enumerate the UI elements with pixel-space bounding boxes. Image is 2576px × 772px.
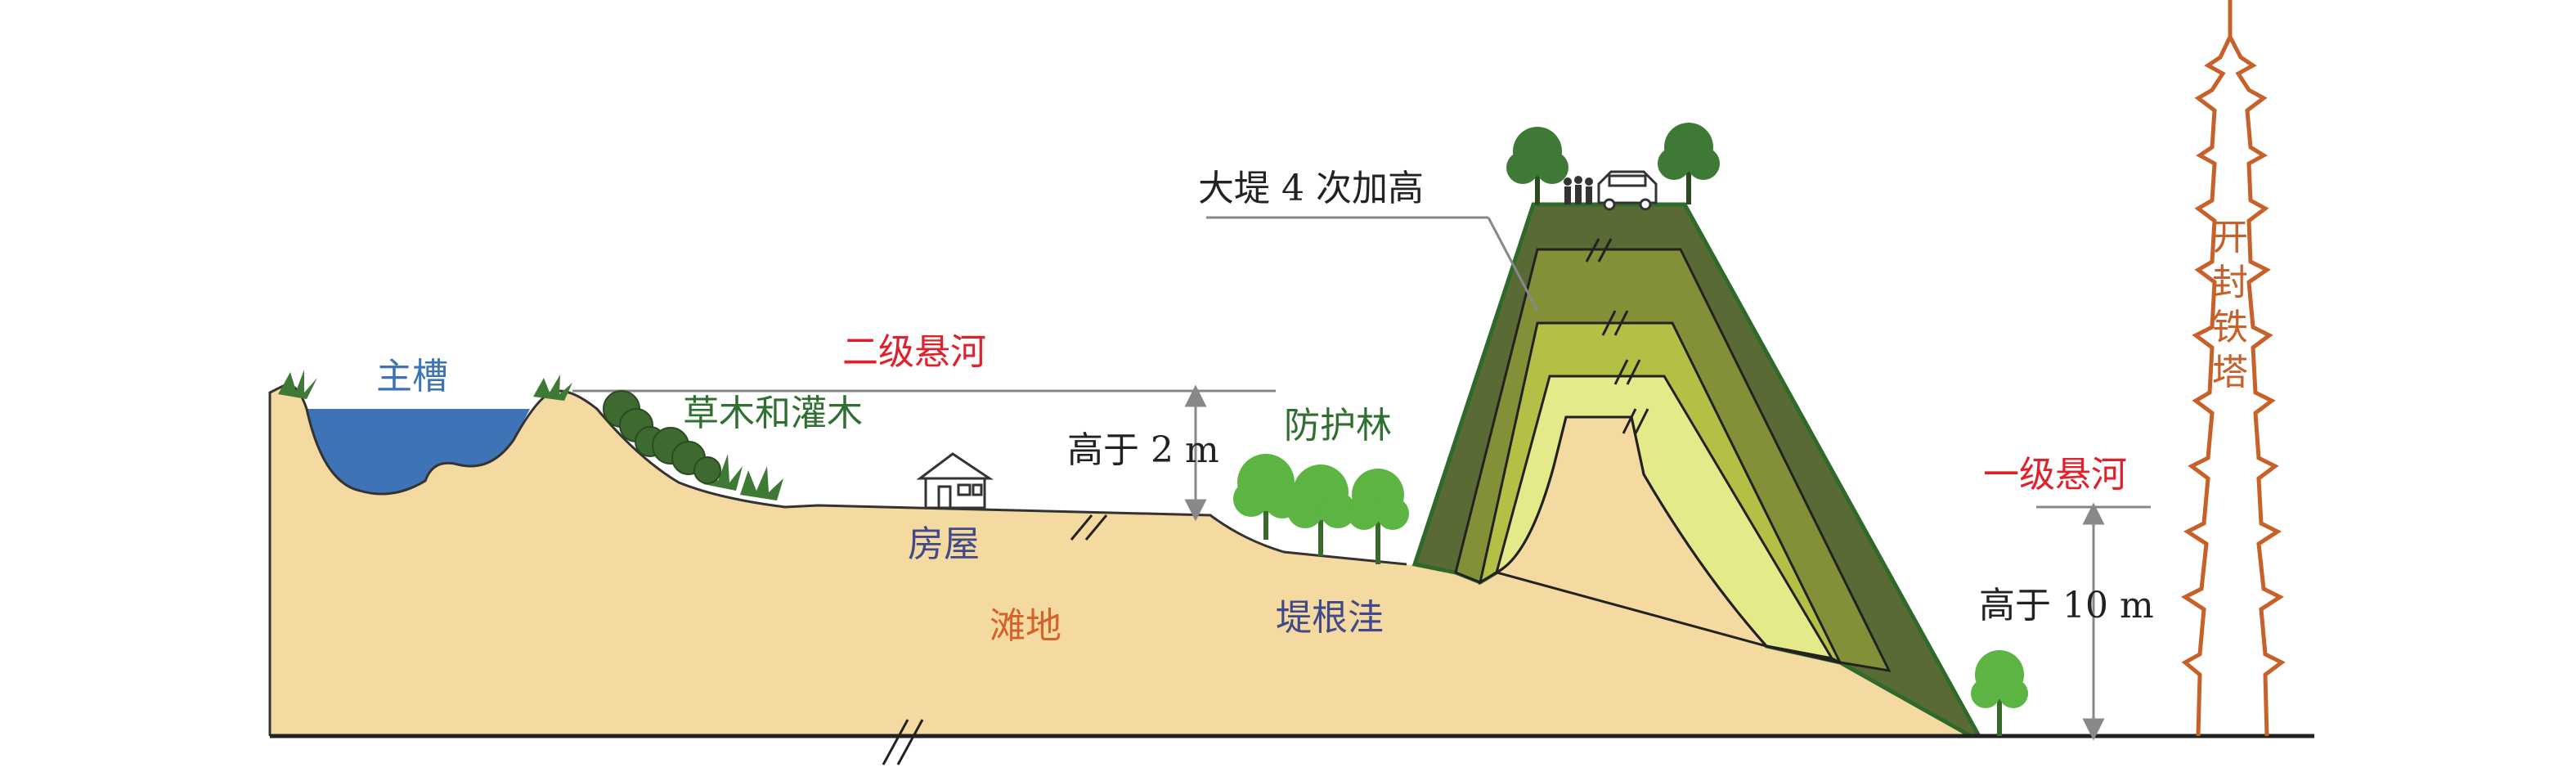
label-height-10m: 高于 10 m xyxy=(1979,585,2154,626)
ground-body xyxy=(270,384,1971,736)
break-mark-floodplain xyxy=(1070,514,1108,541)
ground-outline xyxy=(268,383,1407,736)
people-icon xyxy=(1564,176,1593,204)
palm-icon xyxy=(278,370,317,399)
tree-icon xyxy=(1233,454,1300,540)
tree-icon xyxy=(1348,469,1409,564)
break-mark-dike-2 xyxy=(1601,310,1629,336)
label-tower-char: 封 xyxy=(2212,262,2248,303)
dike-label-pointer xyxy=(1487,217,1539,312)
main-channel-water xyxy=(294,409,530,494)
palm-icon xyxy=(740,466,783,500)
label-main-channel: 主槽 xyxy=(376,356,448,397)
label-primary-river: 一级悬河 xyxy=(1983,454,2127,496)
shrub-icon xyxy=(652,427,721,484)
palm-icon xyxy=(533,375,572,401)
tree-icon xyxy=(1971,650,2028,736)
label-secondary-river: 二级悬河 xyxy=(842,331,986,373)
break-mark-dike-4 xyxy=(1622,408,1649,434)
car-icon xyxy=(1597,170,1658,211)
pagoda-icon xyxy=(2180,0,2286,737)
tree-icon xyxy=(1658,123,1720,204)
label-house: 房屋 xyxy=(908,523,980,565)
break-mark-base xyxy=(882,719,924,765)
label-tower-char: 铁 xyxy=(2212,307,2248,348)
tree-icon xyxy=(1287,465,1356,556)
label-vegetation: 草木和灌木 xyxy=(683,393,863,434)
tree-icon xyxy=(1506,127,1568,204)
break-mark-dike-1 xyxy=(1585,238,1613,263)
label-dike-foot: 堤根洼 xyxy=(1276,597,1384,639)
label-protection-forest: 防护林 xyxy=(1284,405,1392,447)
label-tower-char: 塔 xyxy=(2212,352,2248,393)
label-tower-char: 开 xyxy=(2212,217,2248,258)
dike-core-outline xyxy=(1496,415,1768,647)
break-mark-dike-3 xyxy=(1613,359,1641,385)
label-dike-raised: 大堤 4 次加高 xyxy=(1198,168,1424,209)
house-icon xyxy=(916,452,994,509)
label-height-2m: 高于 2 m xyxy=(1067,429,1219,471)
label-floodplain: 滩地 xyxy=(990,605,1061,647)
